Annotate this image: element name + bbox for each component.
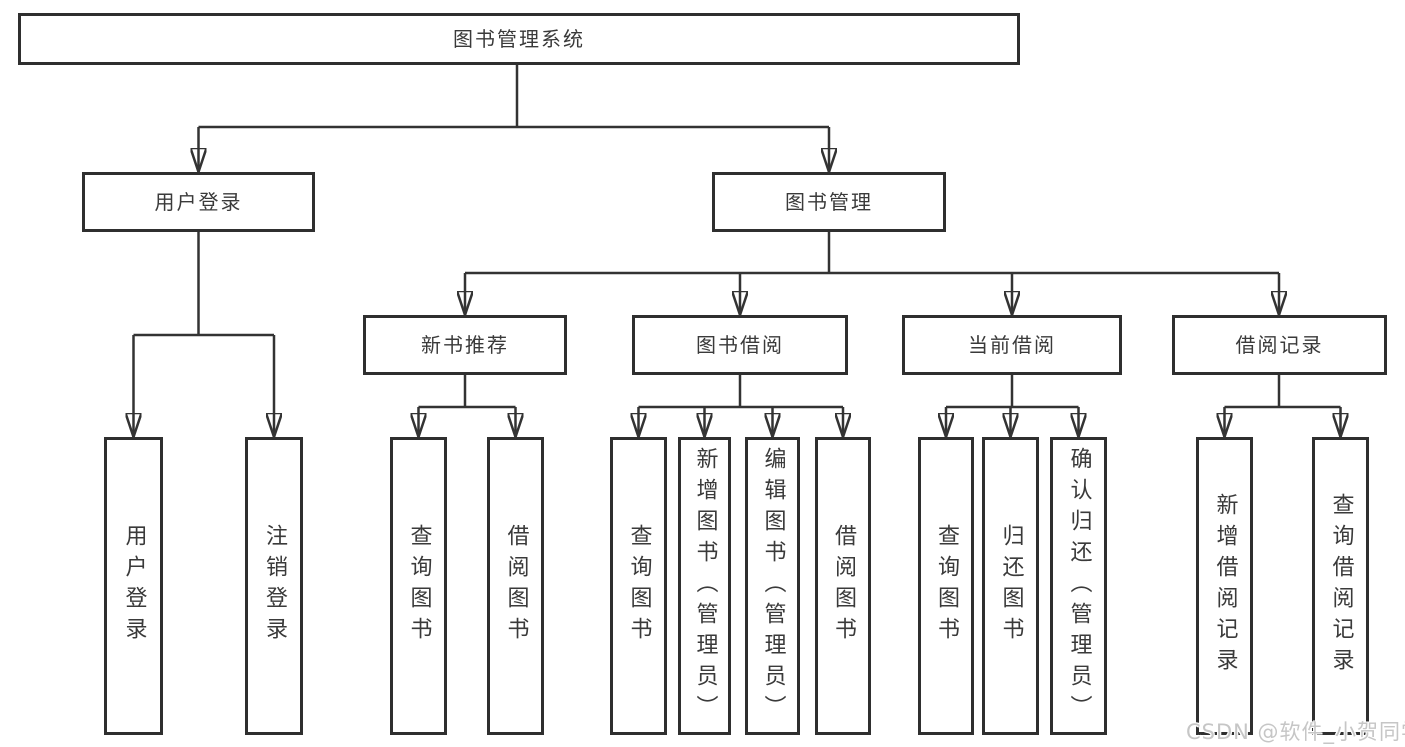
leaf-edit-books-admin: 编辑图书（管理员） (745, 437, 800, 735)
leaf-label: 归还图书 (998, 524, 1024, 648)
node-borrowing-records: 借阅记录 (1172, 315, 1387, 375)
node-label: 图书管理系统 (453, 27, 585, 51)
leaf-label: 确认归还（管理员） (1066, 446, 1092, 726)
node-label: 用户登录 (154, 190, 243, 214)
connector-current-borrowing-family (946, 375, 1079, 437)
leaf-confirm-return-admin: 确认归还（管理员） (1050, 437, 1107, 735)
leaf-query-borrow-record: 查询借阅记录 (1312, 437, 1369, 735)
leaf-label: 新增借阅记录 (1212, 493, 1238, 679)
node-new-book-recommendation: 新书推荐 (363, 315, 567, 375)
leaf-user-login: 用户登录 (104, 437, 163, 735)
leaf-label: 注销登录 (262, 524, 287, 648)
leaf-query-books-newbook: 查询图书 (390, 437, 447, 735)
connector-borrowing-records-family (1225, 375, 1341, 437)
connector-user-login-family (134, 232, 275, 437)
node-label: 新书推荐 (421, 333, 509, 357)
connector-book-management-family (465, 232, 1279, 315)
node-current-borrowing: 当前借阅 (902, 315, 1122, 375)
leaf-return-books: 归还图书 (982, 437, 1039, 735)
leaf-label: 编辑图书（管理员） (760, 446, 786, 726)
leaf-label: 查询图书 (626, 524, 652, 648)
csdn-watermark: CSDN @软件_小贺同学 (1186, 720, 1405, 744)
leaf-label: 用户登录 (121, 524, 147, 648)
leaf-query-books-borrowing: 查询图书 (610, 437, 667, 735)
node-label: 借阅记录 (1235, 333, 1324, 357)
leaf-logout: 注销登录 (245, 437, 303, 735)
leaf-add-borrow-record: 新增借阅记录 (1196, 437, 1253, 735)
connector-new-book-family (419, 375, 516, 437)
node-library-management-system: 图书管理系统 (18, 13, 1020, 65)
node-label: 图书管理 (785, 190, 873, 214)
node-book-management: 图书管理 (712, 172, 946, 232)
leaf-label: 查询图书 (934, 524, 959, 648)
leaf-query-books-current: 查询图书 (918, 437, 974, 735)
leaf-borrow-books-newbook: 借阅图书 (487, 437, 544, 735)
connector-root-family (199, 65, 830, 172)
connector-book-borrowing-family (639, 375, 844, 437)
leaf-label: 查询借阅记录 (1328, 493, 1354, 679)
leaf-label: 借阅图书 (831, 524, 856, 648)
leaf-label: 借阅图书 (503, 524, 529, 648)
node-label: 图书借阅 (696, 333, 784, 357)
node-book-borrowing: 图书借阅 (632, 315, 848, 375)
leaf-label: 新增图书（管理员） (692, 446, 718, 726)
node-label: 当前借阅 (968, 333, 1056, 357)
leaf-add-books-admin: 新增图书（管理员） (678, 437, 731, 735)
leaf-label: 查询图书 (406, 524, 432, 648)
leaf-borrow-books-borrowing: 借阅图书 (815, 437, 871, 735)
node-user-login: 用户登录 (82, 172, 315, 232)
